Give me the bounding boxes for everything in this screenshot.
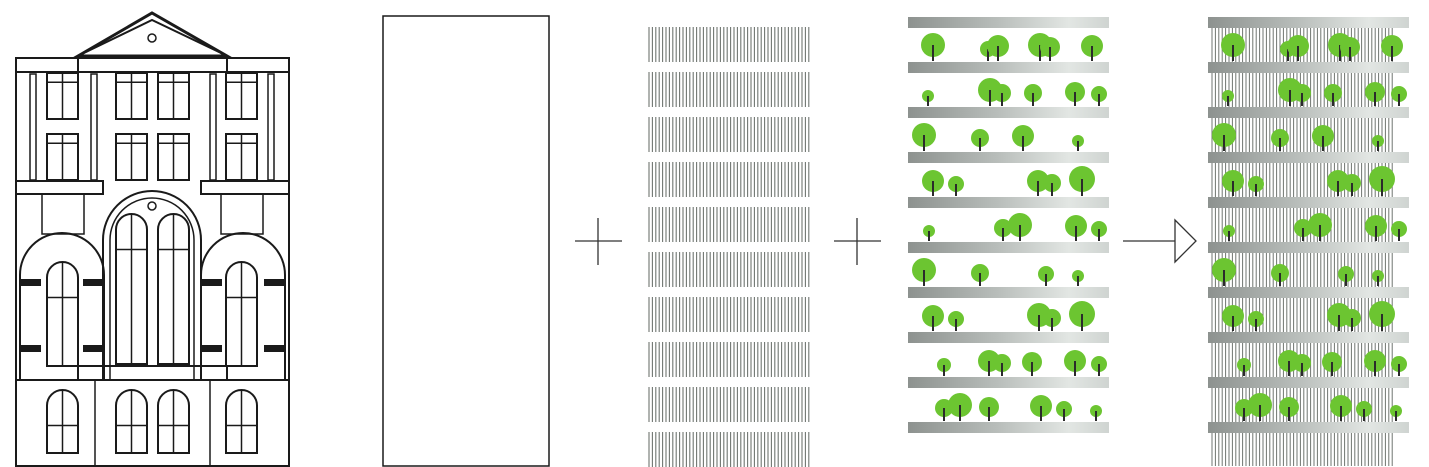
column [90,73,98,181]
arched-window [157,389,190,454]
balcony-slab [1208,287,1409,298]
column [267,73,275,181]
balcony-slab [1208,197,1409,208]
blank-facade-outline [382,15,550,467]
vertical-lines-layer [648,27,810,467]
band [19,345,41,352]
balcony-slab [908,332,1109,343]
balcony-slab [1208,332,1409,343]
band [200,345,222,352]
balcony-slab [1208,242,1409,253]
side-arch-right [200,232,286,380]
band [83,279,105,286]
band [264,345,286,352]
balcony-slab [1208,62,1409,73]
arrow-icon [1123,218,1197,264]
combined-result-layer [1208,17,1409,466]
rosette-ornament [147,201,157,211]
arched-window [115,213,148,365]
band [264,279,286,286]
balcony-slab [908,17,1109,28]
balcony-slab [908,242,1109,253]
balcony-slab [1208,377,1409,388]
balcony-bracket [220,193,264,235]
balcony-slab [908,287,1109,298]
balcony-bracket [41,193,85,235]
balcony-slab [908,197,1109,208]
existing-facade-drawing [15,11,290,467]
rosette-ornament [147,33,157,43]
central-arch [102,190,202,380]
pediment [72,11,233,58]
balcony-slab [1208,152,1409,163]
balcony-slab [908,377,1109,388]
band [19,279,41,286]
balcony-slab [1208,422,1409,433]
arched-window [46,389,79,454]
balcony-slab [908,62,1109,73]
facade-outline [15,57,290,467]
column [29,73,37,181]
balcony-right [200,180,290,195]
balcony-slab [1208,17,1409,28]
plus-icon [834,218,881,265]
balcony-slab [908,152,1109,163]
arched-window [225,389,258,454]
balcony-slab [908,422,1109,433]
pediment-inner [85,18,220,53]
plus-icon [575,218,622,265]
arched-window [115,389,148,454]
balcony-left [15,180,104,195]
arched-window [225,261,258,367]
entablature [77,365,228,381]
arched-window [157,213,190,365]
arched-window [46,261,79,367]
balcony-slab [908,107,1109,118]
column [209,73,217,181]
band [200,279,222,286]
side-arch-left [19,232,105,380]
green-balconies-layer [908,17,1109,433]
balcony-slab [1208,107,1409,118]
central-arch-inner [109,197,195,380]
band [83,345,105,352]
